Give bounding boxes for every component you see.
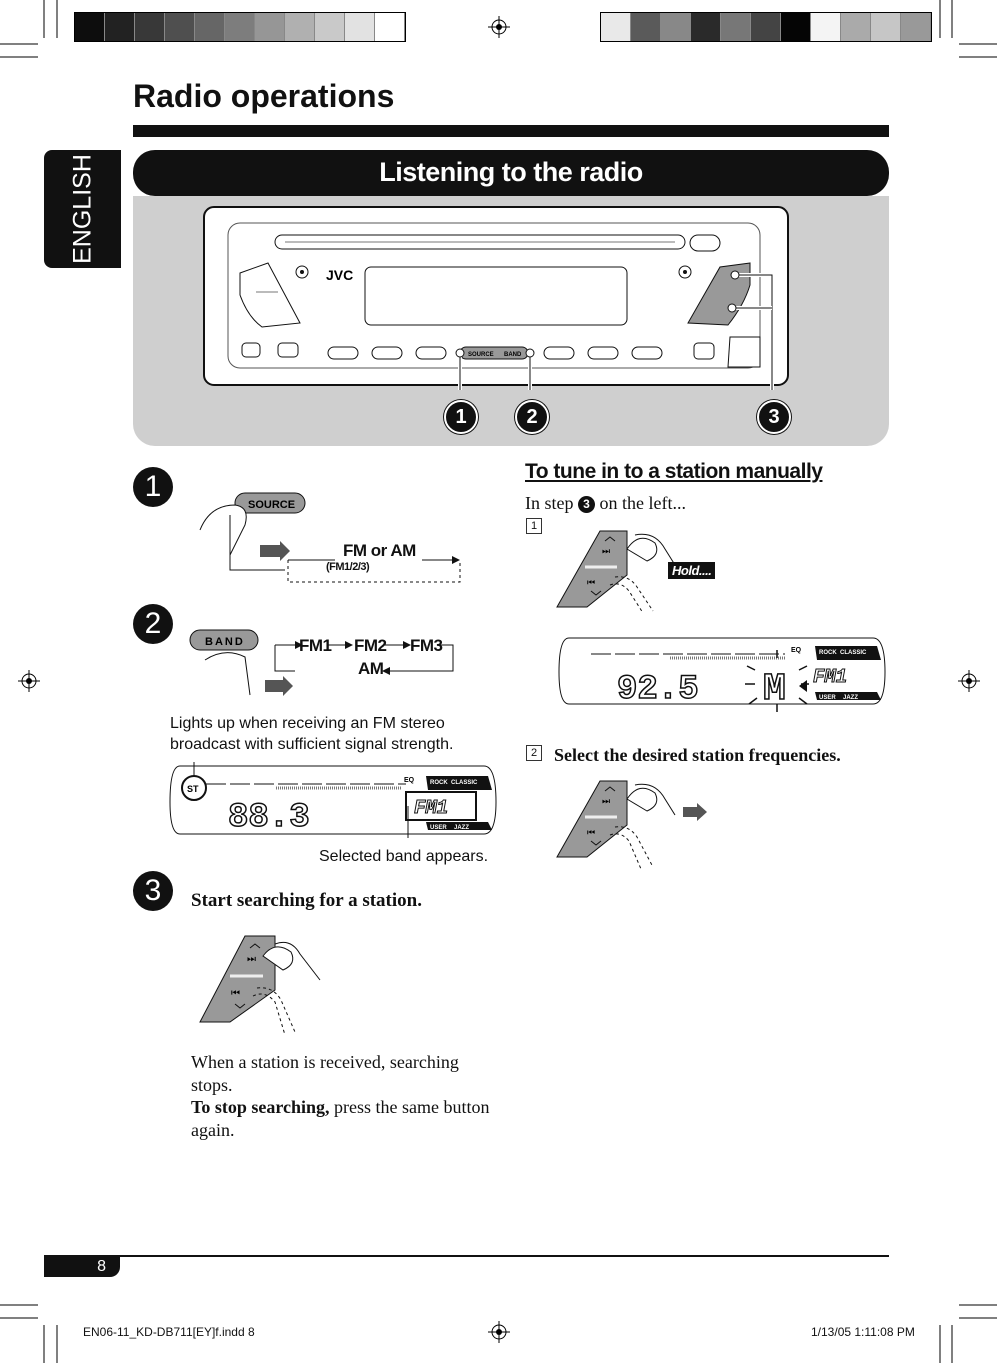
color-bar-left bbox=[74, 12, 406, 42]
svg-text:BAND: BAND bbox=[504, 352, 522, 358]
registration-mark-left bbox=[18, 670, 40, 692]
svg-text:M: M bbox=[763, 668, 786, 711]
svg-text:SOURCE: SOURCE bbox=[468, 352, 494, 358]
svg-text:BAND: BAND bbox=[205, 636, 245, 648]
manual-intro-step-icon: 3 bbox=[578, 496, 595, 513]
svg-text:⏮: ⏮ bbox=[587, 578, 595, 588]
display-step-2: ST 88.3 EQ ROCK CLASSIC FM1 USER JAZZ bbox=[169, 762, 497, 838]
callout-3: 3 bbox=[757, 400, 791, 434]
substep-1-number: 1 bbox=[526, 518, 542, 534]
page-title: Radio operations bbox=[133, 78, 395, 114]
title-rule bbox=[133, 125, 889, 137]
svg-text:ST: ST bbox=[187, 784, 199, 794]
footer-rule bbox=[44, 1255, 889, 1257]
step-1-result-sub: (FM1/2/3) bbox=[326, 561, 370, 573]
svg-text:CLASSIC: CLASSIC bbox=[840, 650, 867, 656]
manual-intro: In step 3 on the left... bbox=[525, 492, 686, 515]
callout-1: 1 bbox=[444, 400, 478, 434]
band-fm3: FM3 bbox=[410, 636, 443, 655]
manual-tune-heading: To tune in to a station manually bbox=[525, 460, 823, 483]
stereo-faceplate: JVC SOURCE BAND bbox=[203, 206, 789, 390]
svg-text:JAZZ: JAZZ bbox=[843, 695, 858, 701]
substep-2: 2 bbox=[526, 745, 542, 763]
svg-text:⏮: ⏮ bbox=[587, 828, 595, 838]
substep-2-number: 2 bbox=[526, 745, 542, 761]
band-fm2: FM2 bbox=[354, 636, 387, 655]
manual-intro-post: on the left... bbox=[595, 493, 686, 513]
svg-text:JAZZ: JAZZ bbox=[454, 825, 469, 831]
band-am: AM bbox=[358, 659, 384, 678]
svg-text:EQ: EQ bbox=[791, 647, 802, 654]
svg-text:FM1: FM1 bbox=[414, 797, 448, 819]
callout-2: 2 bbox=[515, 400, 549, 434]
step-2-illustration: BAND bbox=[189, 629, 454, 696]
svg-text:FM1: FM1 bbox=[813, 666, 847, 688]
display-manual: 92.5 M EQ ROCK CLASSIC FM1 USER JAZZ bbox=[558, 637, 886, 712]
manual-intro-pre: In step bbox=[525, 493, 578, 513]
svg-text:ROCK: ROCK bbox=[819, 650, 837, 656]
step-1-number: 1 bbox=[133, 467, 173, 507]
hold-label: Hold.... bbox=[668, 562, 716, 579]
stop-search-bold: To stop searching, bbox=[191, 1097, 330, 1117]
footer-date: 1/13/05 1:11:08 PM bbox=[811, 1325, 915, 1339]
svg-text:ROCK: ROCK bbox=[430, 780, 448, 786]
page-number: 8 bbox=[44, 1257, 120, 1277]
svg-text:SOURCE: SOURCE bbox=[248, 499, 295, 511]
band-caption: Selected band appears. bbox=[319, 848, 489, 865]
step-1-result: FM or AM bbox=[343, 541, 416, 560]
press-seek-illustration: ⏭ ⏮ bbox=[556, 780, 707, 870]
color-bar-right bbox=[600, 12, 932, 42]
language-tab-label: ENGLISH bbox=[68, 154, 96, 264]
stereo-indicator-note: Lights up when receiving an FM stereo br… bbox=[170, 715, 454, 753]
registration-mark-right bbox=[958, 670, 980, 692]
svg-text:⏭: ⏭ bbox=[247, 954, 256, 965]
svg-text:CLASSIC: CLASSIC bbox=[451, 780, 478, 786]
step-3-number: 3 bbox=[133, 871, 173, 911]
svg-text:92.5: 92.5 bbox=[617, 671, 699, 709]
svg-text:USER: USER bbox=[430, 825, 447, 831]
svg-text:88.3: 88.3 bbox=[228, 799, 310, 837]
svg-text:EQ: EQ bbox=[404, 777, 415, 784]
brand-logo: JVC bbox=[326, 267, 353, 283]
registration-mark-top bbox=[488, 16, 510, 38]
substep-1: 1 bbox=[526, 518, 542, 536]
svg-text:⏭: ⏭ bbox=[602, 797, 610, 807]
registration-mark-bottom bbox=[488, 1321, 510, 1343]
section-title: Listening to the radio bbox=[133, 150, 889, 196]
language-tab: ENGLISH bbox=[44, 150, 121, 268]
svg-text:USER: USER bbox=[819, 695, 836, 701]
substep-2-text: Select the desired station frequencies. bbox=[554, 745, 841, 765]
step-3-stop: To stop searching, press the same button… bbox=[191, 1096, 491, 1142]
step-3-text: When a station is received, searching st… bbox=[191, 1052, 459, 1095]
step-1-illustration: SOURCE bbox=[199, 492, 461, 583]
seek-button-illustration: ⏭ ⏮ bbox=[199, 935, 321, 1036]
step-2-number: 2 bbox=[133, 604, 173, 644]
svg-text:⏮: ⏮ bbox=[231, 988, 240, 999]
stop-search-rest: press the same button again. bbox=[191, 1097, 490, 1140]
step-3-heading: Start searching for a station. bbox=[191, 890, 422, 911]
hold-seek-illustration: ⏭ ⏮ bbox=[556, 530, 676, 614]
footer-file: EN06-11_KD-DB711[EY]f.indd 8 bbox=[83, 1325, 255, 1339]
band-fm1: FM1 bbox=[299, 636, 332, 655]
svg-text:⏭: ⏭ bbox=[602, 547, 610, 557]
